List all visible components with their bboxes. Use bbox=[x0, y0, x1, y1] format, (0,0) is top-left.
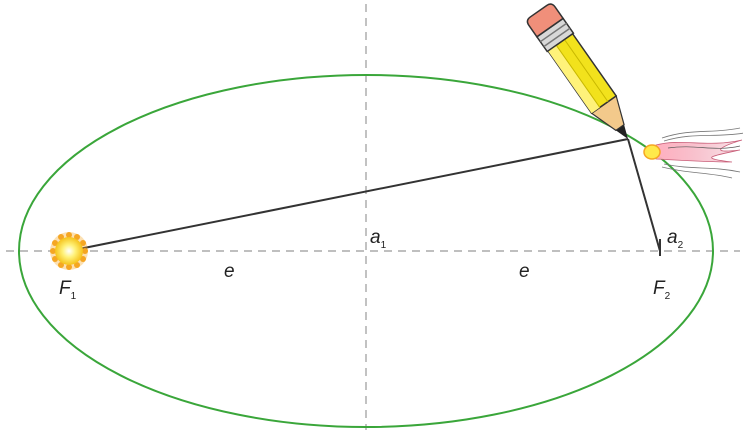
arm2-label: a2 bbox=[667, 227, 684, 251]
sun-icon bbox=[50, 232, 88, 270]
string-a1 bbox=[69, 139, 628, 251]
focus2-label: F2 bbox=[653, 278, 671, 302]
pencil-icon bbox=[525, 2, 641, 148]
distance-label-left: e bbox=[224, 261, 235, 282]
focus1-label: F1 bbox=[59, 278, 77, 302]
arm1-label: a1 bbox=[370, 227, 387, 251]
comet-icon bbox=[644, 128, 743, 178]
distance-label-right: e bbox=[519, 261, 530, 282]
